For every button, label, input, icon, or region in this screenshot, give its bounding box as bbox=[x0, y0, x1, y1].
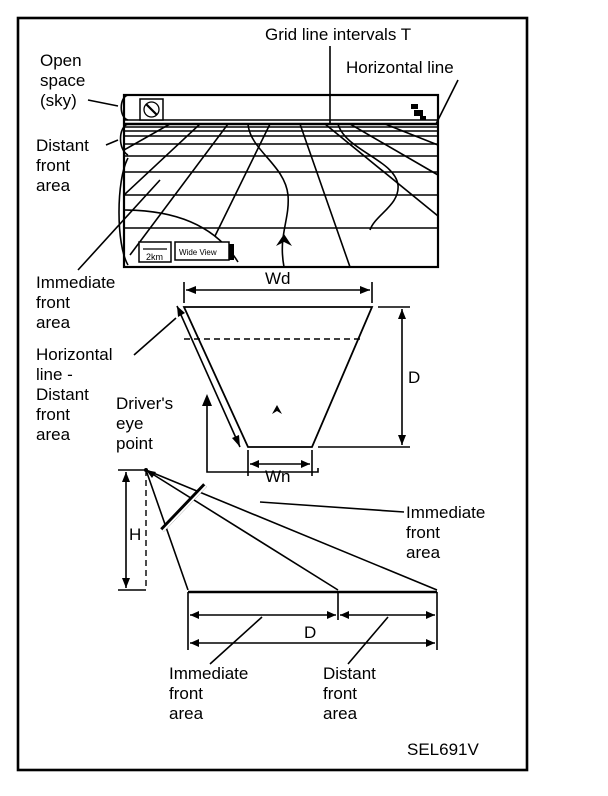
bottom-distant-label-3: area bbox=[323, 704, 358, 723]
gps-satellite-icon bbox=[411, 104, 426, 120]
bottom-immediate-label-3: area bbox=[169, 704, 204, 723]
d-side-label: D bbox=[304, 623, 316, 642]
display-area-trapezoid bbox=[176, 282, 410, 476]
distant-bracket bbox=[119, 123, 129, 156]
open-space-label-1: Open bbox=[40, 51, 82, 70]
horizontal-line-label: Horizontal line bbox=[346, 58, 454, 77]
bottom-distant-label-1: Distant bbox=[323, 664, 376, 683]
map-screen: 2km Wide View bbox=[122, 93, 440, 269]
open-space-label-2: space bbox=[40, 71, 85, 90]
distant-front-label-1: Distant bbox=[36, 136, 89, 155]
immediate-right-label-2: front bbox=[406, 523, 440, 542]
sky-bracket bbox=[120, 94, 129, 121]
distant-front-label-3: area bbox=[36, 176, 71, 195]
grid-line-intervals-label: Grid line intervals T bbox=[265, 25, 411, 44]
immediate-front-label-2: front bbox=[36, 293, 70, 312]
open-space-label-3: (sky) bbox=[40, 91, 77, 110]
bottom-immediate-label-1: Immediate bbox=[169, 664, 248, 683]
drivers-eye-label-1: Driver's bbox=[116, 394, 173, 413]
horiz-distant-label-4: front bbox=[36, 405, 70, 424]
immediate-bracket bbox=[118, 157, 129, 266]
figure-frame bbox=[16, 16, 529, 772]
map-screen-border bbox=[122, 93, 440, 269]
wn-label: Wn bbox=[265, 467, 291, 486]
vehicle-position-icon bbox=[276, 234, 292, 246]
immediate-right-label-1: Immediate bbox=[406, 503, 485, 522]
distant-front-label-2: front bbox=[36, 156, 70, 175]
scale-indicator: 2km bbox=[138, 241, 172, 263]
horiz-distant-label-1: Horizontal bbox=[36, 345, 113, 364]
bottom-immediate-label-2: front bbox=[169, 684, 203, 703]
horiz-distant-label-2: line - bbox=[36, 365, 73, 384]
bottom-distant-label-2: front bbox=[323, 684, 357, 703]
drivers-eye-label-3: point bbox=[116, 434, 153, 453]
immediate-front-label-1: Immediate bbox=[36, 273, 115, 292]
drivers-eye-label-2: eye bbox=[116, 414, 143, 433]
figure-code: SEL691V bbox=[407, 740, 479, 759]
compass-icon bbox=[139, 98, 164, 121]
vehicle-marker-icon bbox=[272, 405, 282, 414]
immediate-right-label-3: area bbox=[406, 543, 441, 562]
scale-text: 2km bbox=[146, 252, 163, 262]
wd-label: Wd bbox=[265, 269, 291, 288]
map-view-button-text: Wide View bbox=[179, 248, 217, 257]
side-view-geometry bbox=[118, 468, 438, 665]
map-view-button: Wide View bbox=[174, 241, 234, 261]
horiz-distant-label-3: Distant bbox=[36, 385, 89, 404]
h-label: H bbox=[129, 525, 141, 544]
d-trapezoid-label: D bbox=[408, 368, 420, 387]
immediate-front-label-3: area bbox=[36, 313, 71, 332]
horiz-distant-label-5: area bbox=[36, 425, 71, 444]
